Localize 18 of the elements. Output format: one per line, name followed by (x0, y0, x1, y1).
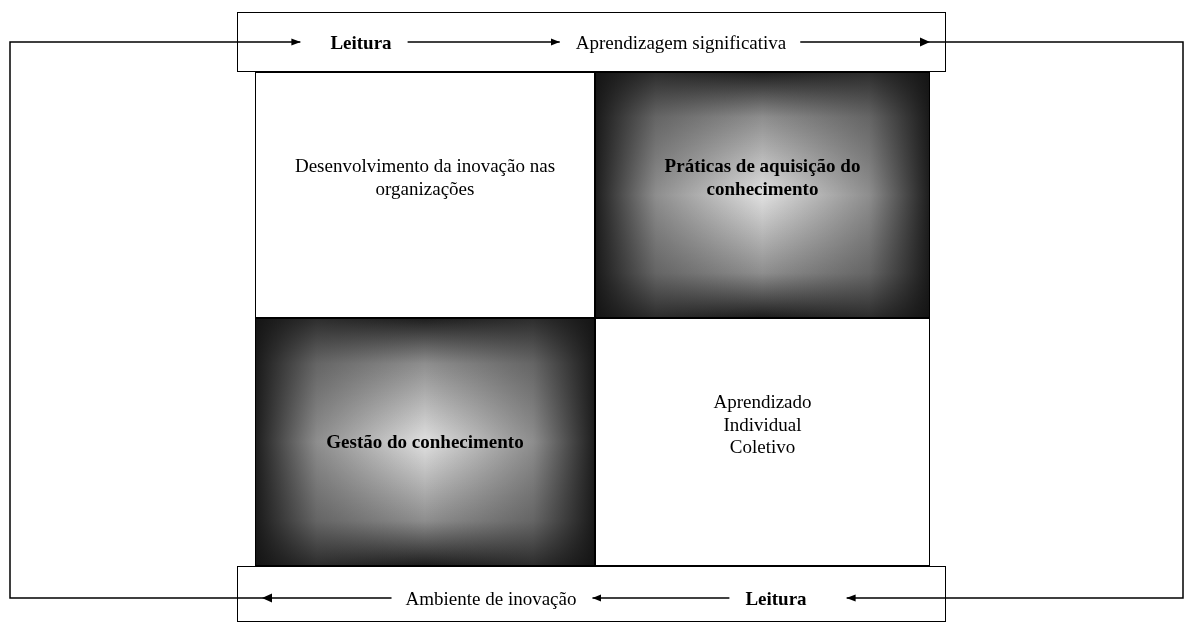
arrow (9, 38, 393, 599)
band-box (237, 566, 946, 622)
process-box (255, 72, 595, 318)
box-text: Aprendizado Individual Coletivo (712, 390, 813, 460)
shaded-box (255, 318, 595, 566)
label-text: Ambiente de inovação (405, 587, 577, 611)
band-box (237, 12, 946, 72)
arrow (406, 38, 561, 46)
arrow (591, 594, 731, 602)
shaded-box (595, 72, 930, 318)
arrow (799, 41, 1184, 602)
label-text: Leitura (330, 31, 392, 55)
box-text: Práticas de aquisição do conhecimento (663, 155, 862, 201)
box-text: Desenvolvimento da inovação nas organizações (293, 155, 557, 201)
box-text: Gestão do conhecimento (326, 430, 524, 454)
label-text: Leitura (745, 587, 807, 611)
process-box (595, 318, 930, 566)
label-text: Aprendizagem significativa (575, 31, 787, 55)
